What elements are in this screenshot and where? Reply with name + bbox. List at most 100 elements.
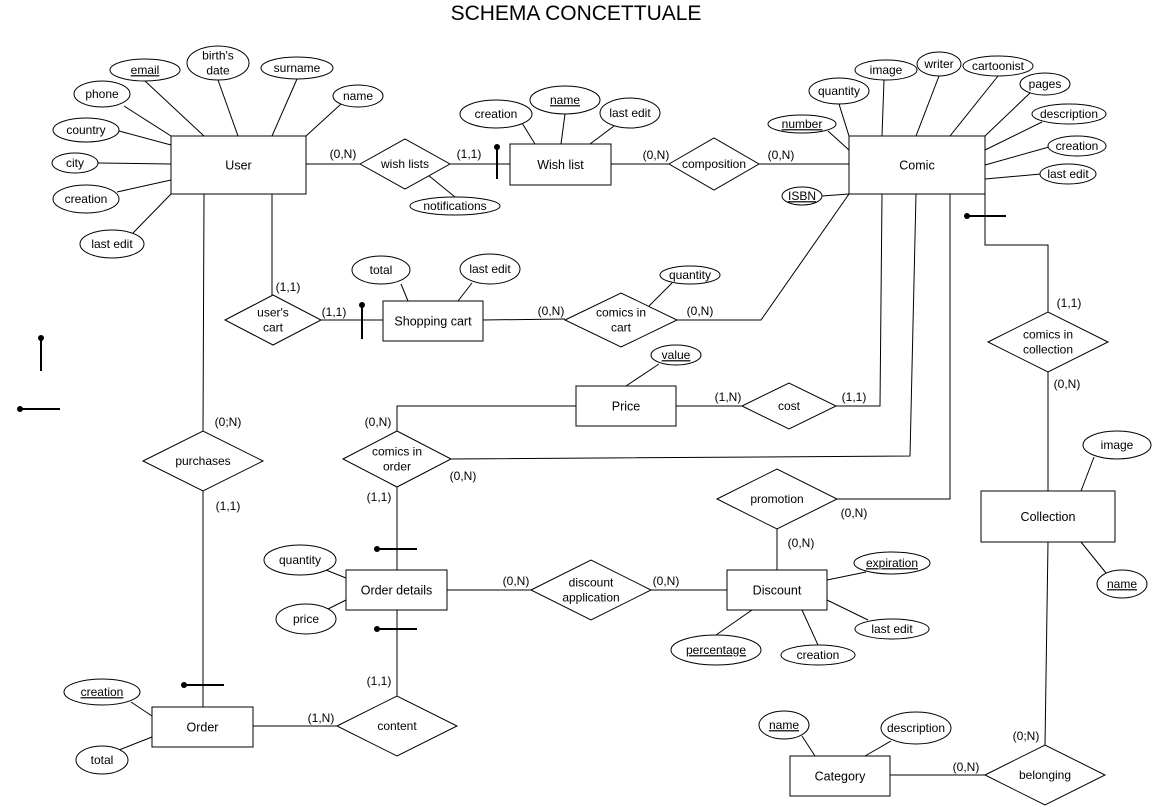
cardinality-order-content: (1,N) [308, 711, 335, 725]
identifier-marker-comic-dot [964, 213, 970, 219]
attribute-collname: name [1096, 569, 1148, 599]
attribute-city-label-text: city [66, 156, 84, 170]
attribute-collname-ellipse [1096, 569, 1148, 599]
attribute-comiclastedit-ellipse [1039, 163, 1097, 185]
cardinality-category-belonging: (0,N) [953, 760, 980, 774]
relationship-purchases-diamond [141, 430, 265, 492]
notifications-attr-link [427, 174, 456, 198]
relationship-comicsincollection-label-text: collection [1023, 343, 1073, 357]
attribute-collimage-label-text: image [1101, 438, 1134, 452]
attribute-value-ellipse [650, 344, 702, 366]
relationship-belonging: belonging [983, 744, 1107, 806]
attribute-usercreation: creation [52, 184, 120, 214]
odprice-attr-link [327, 599, 347, 610]
cardinality-order-purchases: (1,1) [216, 499, 241, 513]
attribute-ordertotal: total [75, 745, 129, 775]
comicdescription-attr-link [984, 121, 1043, 151]
entity-comic-box [848, 135, 986, 195]
cardinality-collection-belonging: (0;N) [1013, 729, 1040, 743]
entity-shoppingcart: Shopping cart [382, 300, 484, 342]
odquantity-attr-link [325, 569, 347, 579]
attribute-surname: surname [260, 56, 334, 80]
attribute-userlastedit-ellipse [79, 229, 145, 259]
entity-category-box [789, 755, 891, 797]
relationship-discountapplication-diamond [529, 559, 653, 621]
entity-comic-label: Comic [899, 159, 934, 173]
attribute-surname-label-text: surname [274, 61, 321, 75]
carttotal-attr-link [400, 283, 409, 302]
entity-order-box [151, 706, 254, 748]
attribute-cartoonist-ellipse [962, 55, 1034, 77]
attribute-cartlastedit: last edit [459, 253, 521, 285]
attribute-disccreation-label-text: creation [797, 648, 840, 662]
attribute-pages-label-text: pages [1029, 77, 1062, 91]
attribute-userlastedit-label-text: last edit [91, 237, 133, 251]
email-attr-link [144, 80, 205, 137]
attribute-writer-ellipse [916, 51, 962, 77]
connector-layer [20, 75, 1107, 776]
attribute-catdescription-label-text: description [887, 721, 945, 735]
attribute-number-ellipse [767, 114, 837, 134]
attribute-country-ellipse [52, 117, 120, 143]
relationship-content-diamond [335, 695, 459, 757]
catdescription-attr-link [864, 740, 892, 757]
cardinality-od-discountapplication: (0,N) [503, 574, 530, 588]
attribute-email-label-text: email [131, 63, 160, 77]
relationship-comicsincart-label-text: comics in [596, 306, 646, 320]
attribute-comiccreation: creation [1047, 135, 1107, 157]
entity-order-label: Order [187, 721, 219, 735]
relationship-comicsincart-diamond [563, 292, 679, 348]
cardinality-comic-promotion: (0,N) [841, 506, 868, 520]
country-attr-link [118, 130, 172, 146]
disclastedit-attr-link [826, 599, 869, 621]
attribute-pages-ellipse [1019, 72, 1071, 96]
wlname-attr-link [560, 113, 566, 145]
relationship-promotion: promotion [715, 468, 839, 530]
attribute-disccreation-ellipse [780, 644, 856, 666]
relationship-belonging-diamond [983, 744, 1107, 806]
attribute-odquantity-ellipse [263, 544, 337, 576]
cardinality-wishlist-wishlists: (1,1) [457, 147, 482, 161]
entity-orderdetails: Order details [345, 569, 448, 611]
promotion-comic-link [837, 194, 951, 500]
cardinality-comic-comicsincollection: (1,1) [1057, 296, 1082, 310]
attribute-disccreation: creation [780, 644, 856, 666]
attribute-catname-ellipse [758, 710, 810, 740]
attribute-ordercreation-label-text: creation [81, 685, 124, 699]
attribute-city-ellipse [51, 152, 99, 174]
pages-attr-link [984, 92, 1031, 137]
writer-attr-link [915, 75, 940, 137]
cardinality-user-userscart: (1,1) [276, 280, 301, 294]
attribute-username: name [332, 84, 384, 108]
entity-discount: Discount [726, 569, 828, 611]
ordertotal-attr-link [118, 736, 153, 751]
attribute-carttotal-label-text: total [370, 263, 393, 277]
attribute-cartlastedit-label-text: last edit [469, 262, 511, 276]
attribute-phone-ellipse [73, 80, 131, 108]
cardinality-comic-comicsinorder: (0,N) [450, 469, 477, 483]
attribute-wlcreation-label-text: creation [475, 107, 518, 121]
diagram-title: SCHEMA CONCETTUALE [450, 2, 702, 25]
attribute-expiration: expiration [853, 551, 931, 575]
cost-comic-link [836, 193, 883, 407]
attribute-odquantity-label-text: quantity [279, 553, 321, 567]
attribute-comicimage-ellipse [854, 59, 918, 81]
identifier-marker-orderdetails-bottom-dot [374, 626, 380, 632]
expiration-attr-link [826, 571, 867, 581]
wlcreation-attr-link [521, 122, 536, 145]
attribute-cartquantity: quantity [659, 265, 721, 285]
relationship-belonging-label-text: belonging [1019, 768, 1071, 782]
ordercreation-attr-link [130, 701, 153, 717]
number-attr-link [827, 130, 850, 151]
price-comicsinorder-link [396, 405, 576, 431]
cardinality-od-comicsinorder: (1,1) [367, 490, 392, 504]
relationship-comicsincart-label-text: cart [611, 321, 632, 335]
attribute-wllastedit: last edit [599, 97, 661, 129]
relationship-purchases: purchases [141, 430, 265, 492]
cardinality-cart-comicsincart: (0,N) [538, 304, 565, 318]
isbn-attr-link [821, 193, 850, 197]
attribute-birthsdate-label-text: date [206, 64, 230, 78]
attribute-catdescription: description [880, 711, 952, 745]
